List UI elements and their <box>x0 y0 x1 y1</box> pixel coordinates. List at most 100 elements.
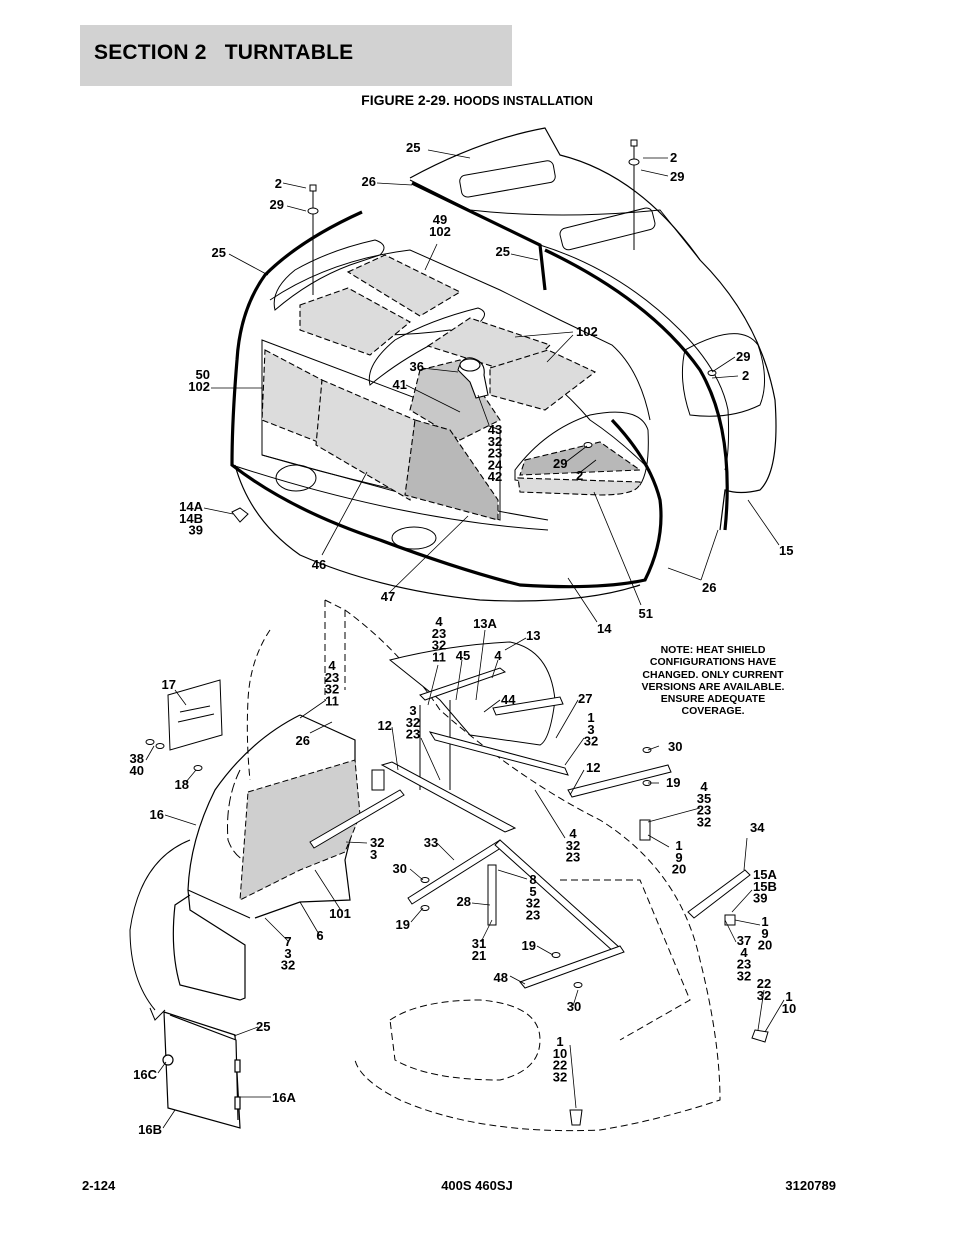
callout-line: 9 <box>761 926 768 941</box>
callout-line: 4 <box>740 945 748 960</box>
callout-label: 19 <box>522 938 536 953</box>
callout-label: 16B <box>138 1122 162 1137</box>
callout-line: 20 <box>758 938 772 953</box>
callout-line: 2 <box>742 368 749 383</box>
callout-line: 32 <box>526 896 540 911</box>
callout-line: 32 <box>553 1069 567 1084</box>
doc-number: 3120789 <box>785 1178 836 1193</box>
model-name: 400S 460SJ <box>441 1178 513 1193</box>
callout-line: 33 <box>424 835 438 850</box>
insulation-pads <box>261 254 642 521</box>
callout-line: 102 <box>429 224 451 239</box>
callout-line: 8 <box>529 872 536 887</box>
callout-line: 29 <box>553 456 567 471</box>
callout-line: 11 <box>325 693 339 708</box>
callout-line: 32 <box>566 838 580 853</box>
callout-line: 10 <box>553 1046 567 1061</box>
callout-line: 16 <box>150 807 164 822</box>
callout-line: 32 <box>584 734 598 749</box>
callout-line: 21 <box>472 948 486 963</box>
callout-label: 16 <box>150 807 164 822</box>
callout-label: 14 <box>597 621 612 636</box>
callout-line: 9 <box>675 850 682 865</box>
callout-line: 32 <box>370 835 384 850</box>
callout-line: 32 <box>281 958 295 973</box>
callout-line: 20 <box>672 862 686 877</box>
callout-line: 31 <box>472 936 486 951</box>
callout-label: 26 <box>362 174 376 189</box>
callout-label: 33 <box>424 835 438 850</box>
callout-label: 17 <box>162 677 176 692</box>
front-hood-outline <box>230 210 663 589</box>
callout-line: 19 <box>666 775 680 790</box>
front-hood-top-ridge <box>269 249 651 421</box>
callout-label: 29 <box>736 349 750 364</box>
front-hood-base-line-2 <box>231 464 549 531</box>
note-line: NOTE: HEAT SHIELD <box>660 644 766 656</box>
pad-46 <box>315 379 416 501</box>
callout-label: 13A <box>473 616 497 631</box>
callout-line: 32 <box>406 715 420 730</box>
callout-label: 25 <box>406 140 420 155</box>
pad-51 <box>517 477 641 496</box>
callout-line: 10 <box>782 1001 796 1016</box>
callout-label: 48 <box>494 970 508 985</box>
callout-line: 23 <box>325 670 339 685</box>
callout-line: 13A <box>473 616 497 631</box>
heat-shield-13 <box>388 641 556 790</box>
callout-line: 37 <box>737 933 751 948</box>
front-hood-handle-recess <box>391 526 437 550</box>
callout-label: 12 <box>586 760 600 775</box>
callout-label: 25 <box>212 245 226 260</box>
callout-line: 46 <box>312 557 326 572</box>
callout-line: 51 <box>639 606 653 621</box>
callout-line: 41 <box>393 377 407 392</box>
latch-14 <box>231 507 249 523</box>
callout-line: 2 <box>275 176 282 191</box>
callout-label: 25 <box>256 1019 270 1034</box>
callout-line: 34 <box>750 820 765 835</box>
callout-line: 30 <box>393 861 407 876</box>
front-hood-vent-mid <box>368 307 485 386</box>
note-line: VERSIONS ARE AVAILABLE. <box>641 680 785 693</box>
pad-49 <box>346 254 462 317</box>
callout-label: 30 <box>393 861 407 876</box>
callout-line: 16C <box>133 1067 157 1082</box>
rear-hood-shell <box>409 127 777 531</box>
callout-line: 25 <box>256 1019 270 1034</box>
pad-102-right <box>489 349 597 411</box>
callout-line: 32 <box>432 638 446 653</box>
callout-line: 4 <box>328 658 336 673</box>
callout-line: 23 <box>488 446 502 461</box>
callout-line: 3 <box>409 703 416 718</box>
callout-line: 2 <box>670 150 677 165</box>
callout-line: 12 <box>586 760 600 775</box>
figure-caption: HOODS INSTALLATION <box>453 94 593 108</box>
callout-line: 15B <box>753 879 777 894</box>
callout-label: 4 <box>494 648 502 663</box>
pad-47 <box>404 419 499 521</box>
callout-line: 101 <box>329 906 351 921</box>
callout-line: 1 <box>675 838 682 853</box>
callout-line: 47 <box>381 589 395 604</box>
callout-line: 15A <box>753 867 777 882</box>
callout-label: 29 <box>670 169 684 184</box>
heat-shield-note: NOTE: HEAT SHIELD CONFIGURATIONS HAVE CH… <box>630 644 796 718</box>
callout-line: 38 <box>130 751 144 766</box>
callout-line: 23 <box>697 803 711 818</box>
callout-line: 25 <box>406 140 420 155</box>
callout-line: 32 <box>325 682 339 697</box>
callout-line: 44 <box>501 692 516 707</box>
callout-line: 4 <box>569 826 577 841</box>
callout-line: 39 <box>753 891 767 906</box>
callout-line: 50 <box>196 367 210 382</box>
callout-line: 1 <box>785 989 792 1004</box>
exhaust-elbow <box>457 357 489 399</box>
